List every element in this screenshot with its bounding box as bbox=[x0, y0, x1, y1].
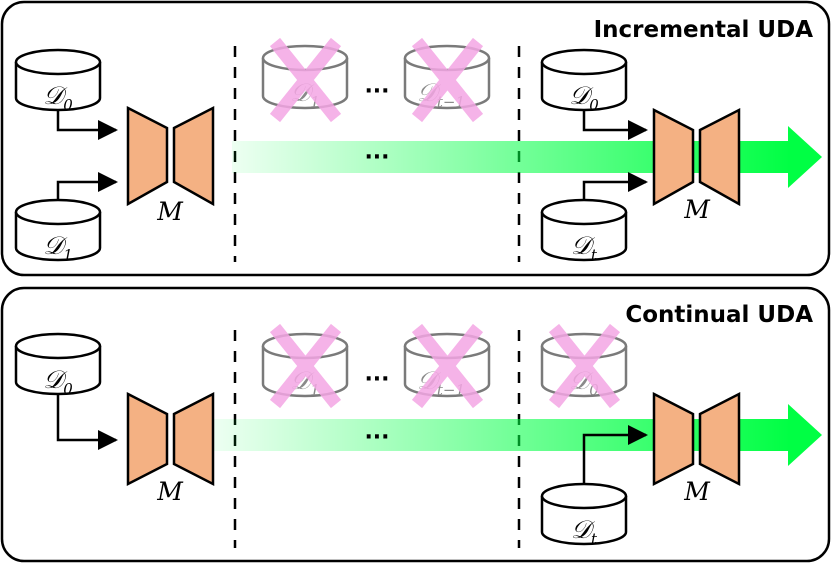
arrow-head bbox=[788, 404, 822, 466]
decoder-shape bbox=[698, 107, 741, 207]
model-label: M bbox=[683, 477, 711, 506]
connector-arrow bbox=[56, 395, 118, 450]
dataset-cylinder: 𝒟t bbox=[540, 198, 628, 264]
removed-dataset: 𝒟0 bbox=[540, 323, 628, 409]
cross-mark bbox=[411, 323, 484, 409]
model-label: M bbox=[156, 197, 184, 226]
connector-arrow bbox=[582, 172, 648, 200]
decoder-shape bbox=[172, 391, 215, 487]
removed-dataset: 𝒟t−1 bbox=[403, 323, 491, 409]
ellipsis: ··· bbox=[364, 425, 389, 450]
cross-mark bbox=[548, 323, 621, 409]
decoder-shape bbox=[698, 391, 741, 487]
model-block bbox=[126, 391, 215, 487]
panel-frame bbox=[0, 0, 831, 277]
model-block bbox=[652, 391, 741, 487]
arrow-head bbox=[788, 126, 822, 188]
panel-continual-uda: Continual UDA ··· 𝒟0 M 𝒟1 bbox=[0, 286, 831, 563]
dataset-cylinder: 𝒟0 bbox=[540, 48, 628, 114]
dataset-cylinder: 𝒟1 bbox=[14, 198, 102, 264]
cross-mark bbox=[269, 37, 342, 123]
connector-arrow bbox=[582, 110, 648, 140]
ellipsis: ··· bbox=[364, 145, 389, 170]
removed-dataset: 𝒟t−1 bbox=[403, 37, 491, 123]
arrow-body bbox=[232, 141, 790, 173]
dataset-cylinder: 𝒟0 bbox=[14, 332, 102, 398]
connector-arrow bbox=[582, 425, 648, 484]
connector-arrow bbox=[56, 172, 118, 200]
model-label: M bbox=[156, 477, 184, 506]
ellipsis: ··· bbox=[364, 367, 389, 392]
model-block bbox=[652, 107, 741, 207]
panel-incremental-uda: Incremental UDA ··· 𝒟0 𝒟1 M bbox=[0, 0, 831, 277]
panel-frame bbox=[0, 286, 831, 563]
encoder-shape bbox=[652, 391, 695, 487]
panel-title: Continual UDA bbox=[625, 302, 813, 328]
ellipsis: ··· bbox=[364, 79, 389, 104]
encoder-shape bbox=[652, 107, 695, 207]
removed-dataset: 𝒟1 bbox=[261, 37, 349, 123]
removed-dataset: 𝒟1 bbox=[261, 323, 349, 409]
model-block bbox=[126, 105, 215, 207]
encoder-shape bbox=[126, 105, 169, 207]
adaptation-arrow bbox=[232, 126, 822, 188]
connector-arrow bbox=[56, 110, 118, 140]
cross-mark bbox=[269, 323, 342, 409]
cross-mark bbox=[411, 37, 484, 123]
dataset-cylinder: 𝒟0 bbox=[14, 48, 102, 114]
panel-title: Incremental UDA bbox=[594, 17, 814, 43]
model-label: M bbox=[683, 195, 711, 224]
decoder-shape bbox=[172, 105, 215, 207]
encoder-shape bbox=[126, 391, 169, 487]
dataset-cylinder: 𝒟t bbox=[540, 482, 628, 548]
